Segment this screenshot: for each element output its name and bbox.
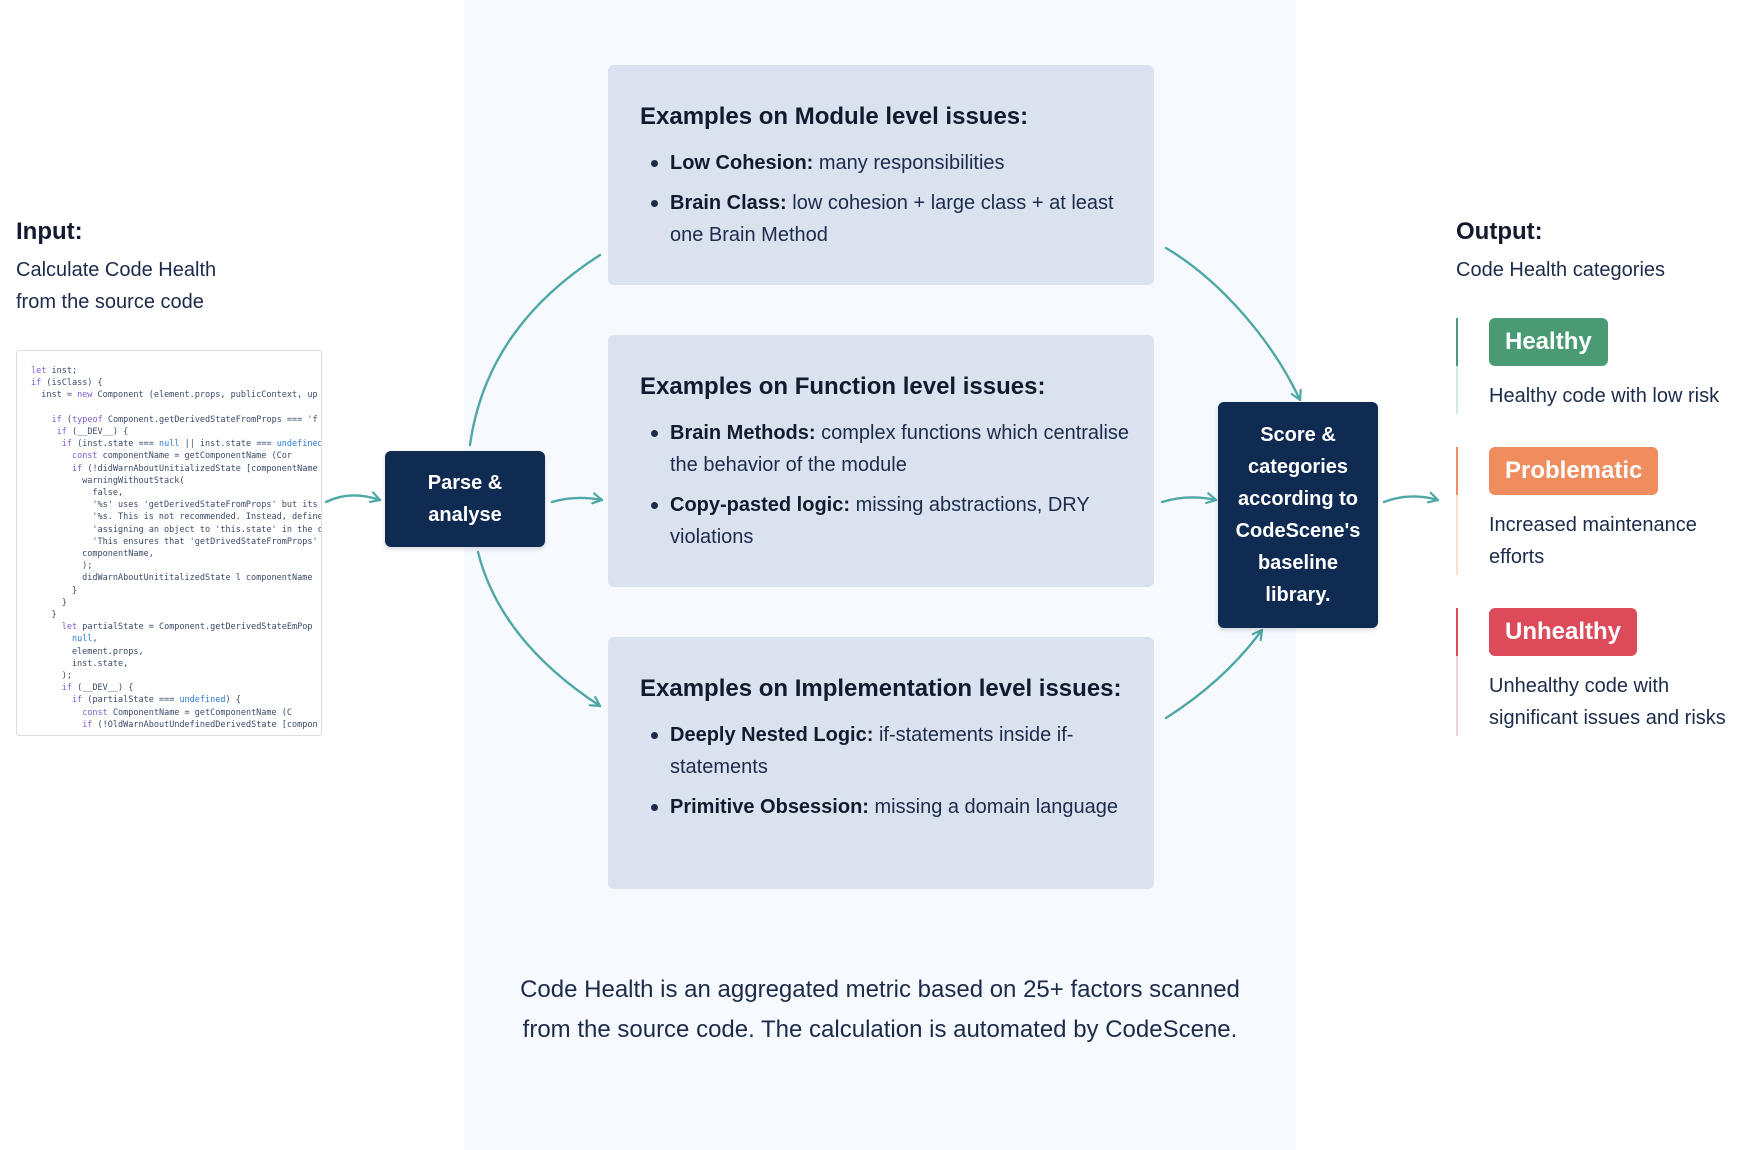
code-line: const ComponentName = getComponentName (… <box>82 707 293 718</box>
implementation-issues-list: Deeply Nested Logic: if-statements insid… <box>640 719 1130 831</box>
source-code-snippet: let inst; if (isClass) { inst = new Compo… <box>16 350 322 736</box>
issue-term: Brain Methods: <box>670 422 816 444</box>
module-issues-title: Examples on Module level issues: <box>640 103 1029 130</box>
code-line: 'This ensures that 'getDrivedStateFromPr… <box>31 536 322 547</box>
code-line: if (partialState === undefined) { <box>71 695 241 706</box>
function-issues-list: Brain Methods: complex functions which c… <box>640 417 1130 561</box>
code-line: } <box>31 597 67 608</box>
issue-text: missing a domain language <box>868 796 1119 818</box>
score-node-line-3: according to <box>1237 488 1358 510</box>
function-issues-box: Examples on Function level issues: Brain… <box>608 335 1154 587</box>
issue-text: many responsibilities <box>813 152 1005 174</box>
issue-term: Primitive Obsession: <box>670 796 869 818</box>
list-item: Primitive Obsession: missing a domain la… <box>640 791 1130 823</box>
list-item: Brain Class: low cohesion + large class … <box>640 187 1130 251</box>
category-unhealthy: Unhealthy Unhealthy code with significan… <box>1456 608 1746 736</box>
parse-node-line-1: Parse & <box>427 472 503 494</box>
issue-text: low cohesion + large class + at least on… <box>670 192 1114 246</box>
summary-text: Code Health is an aggregated metric base… <box>520 976 1240 1043</box>
score-node-line-6: library. <box>1265 584 1331 606</box>
list-item: Copy-pasted logic: missing abstractions,… <box>640 489 1130 553</box>
code-line: inst = new Component (element.props, pub… <box>31 390 318 401</box>
list-item: Low Cohesion: many responsibilities <box>640 147 1130 179</box>
module-issues-list: Low Cohesion: many responsibilities Brai… <box>640 147 1130 259</box>
code-line: if (__DEV__) { <box>56 427 129 437</box>
category-problematic: Problematic Increased maintenance effort… <box>1456 447 1746 575</box>
arrow-parse-to-module <box>468 253 602 447</box>
category-healthy: Healthy Healthy code with low risk <box>1456 318 1746 414</box>
arrow-function-to-score <box>1160 497 1218 502</box>
input-description-line-1: Calculate Code Health <box>16 259 217 281</box>
code-line: 'assigning an object to 'this.state' in … <box>92 524 321 535</box>
problematic-badge: Problematic <box>1489 447 1659 495</box>
code-line: let partialState = Component.getDerivedS… <box>61 622 313 633</box>
code-line: false, <box>31 488 124 498</box>
implementation-issues-box: Examples on Implementation level issues:… <box>608 637 1154 889</box>
arrow-input-to-parse <box>324 495 382 504</box>
code-line: } <box>31 610 57 620</box>
code-line: if (typeof Component.getDerivedStateFrom… <box>51 414 318 425</box>
code-line: element.props, <box>31 646 144 657</box>
healthy-badge: Healthy <box>1489 318 1608 366</box>
issue-text: complex functions which centralise the b… <box>670 422 1130 476</box>
output-section: Output: Code Health categories <box>1456 218 1746 286</box>
output-subheading: Code Health categories <box>1456 259 1666 281</box>
score-node-line-5: baseline <box>1257 552 1339 574</box>
issue-text: missing abstractions, DRY violations <box>670 494 1090 548</box>
list-item: Brain Methods: complex functions which c… <box>640 417 1130 481</box>
code-line: warningWithoutStack( <box>31 475 185 486</box>
issue-term: Deeply Nested Logic: <box>670 724 874 746</box>
arrow-score-to-output <box>1382 496 1440 502</box>
arrow-module-to-score <box>1164 246 1300 402</box>
code-line: null, <box>71 634 98 645</box>
output-heading: Output: <box>1456 218 1543 245</box>
input-section: Input: Calculate Code Health from the so… <box>16 218 316 318</box>
code-line: if (!didWarnAboutUnitializedState [compo… <box>71 463 318 474</box>
healthy-description: Healthy code with low risk <box>1489 385 1720 407</box>
code-line: '%s' uses 'getDerivedStateFromProps' but… <box>31 500 322 511</box>
code-line: let inst; <box>31 366 78 376</box>
code-line: inst.state, <box>31 658 129 669</box>
code-line: ); <box>31 561 93 572</box>
code-line: componentName, <box>31 549 154 559</box>
parse-analyse-node: Parse & analyse <box>385 451 545 547</box>
score-categories-node: Score & categories according to CodeScen… <box>1218 402 1378 628</box>
input-description-line-2: from the source code <box>16 291 204 313</box>
code-line: if (inst.state === null || inst.state ==… <box>61 439 322 450</box>
arrow-implementation-to-score <box>1164 628 1264 720</box>
code-line: if (!OldWarnAboutUndefinedDerivedState [… <box>82 719 318 730</box>
issue-term: Copy-pasted logic: <box>670 494 851 516</box>
input-heading: Input: <box>16 218 83 245</box>
unhealthy-description: Unhealthy code with significant issues a… <box>1489 675 1726 729</box>
function-issues-title: Examples on Function level issues: <box>640 373 1046 400</box>
issue-text: if-statements inside if-statements <box>670 724 1074 778</box>
score-node-line-2: categories <box>1247 456 1349 478</box>
code-line: ); <box>31 671 72 681</box>
arrow-parse-to-function <box>550 498 604 502</box>
code-line: didWarnAboutUnititalizedState l componen… <box>31 573 313 584</box>
implementation-issues-title: Examples on Implementation level issues: <box>640 675 1122 702</box>
code-line: if (isClass) { <box>31 378 103 389</box>
problematic-description: Increased maintenance efforts <box>1489 514 1697 568</box>
score-node-line-4: CodeScene's <box>1235 520 1361 542</box>
score-node-line-1: Score & <box>1260 424 1336 446</box>
issue-term: Brain Class: <box>670 192 787 214</box>
list-item: Deeply Nested Logic: if-statements insid… <box>640 719 1130 783</box>
module-issues-box: Examples on Module level issues: Low Coh… <box>608 65 1154 285</box>
code-line: '%s. This is not recommended. Instead, d… <box>31 512 322 523</box>
code-line: if (__DEV__) { <box>61 683 134 694</box>
unhealthy-badge: Unhealthy <box>1489 608 1638 656</box>
issue-term: Low Cohesion: <box>670 152 814 174</box>
arrow-parse-to-implementation <box>476 550 602 708</box>
code-line: } <box>31 585 78 596</box>
parse-node-line-2: analyse <box>428 504 502 526</box>
code-line: const componentName = getComponentName (… <box>71 451 293 462</box>
